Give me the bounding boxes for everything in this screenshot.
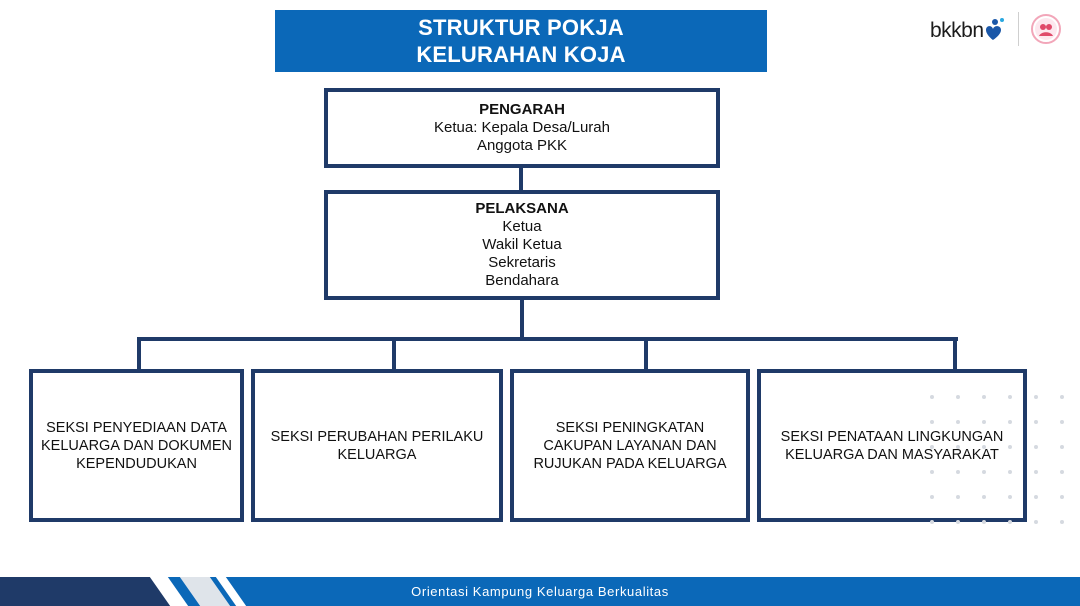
connector-horizontal [137,337,958,341]
title-line-1: STRUKTUR POKJA [418,15,624,40]
seksi-line: SEKSI PERUBAHAN PERILAKU [270,428,484,445]
pengarah-heading: PENGARAH [479,101,565,118]
decorative-dot [982,470,986,474]
decorative-dot [930,395,934,399]
decorative-dot [956,520,960,524]
pelaksana-line: Sekretaris [488,254,556,271]
decorative-dot [930,520,934,524]
decorative-dot [956,395,960,399]
pelaksana-box: PELAKSANA Ketua Wakil Ketua Sekretaris B… [324,190,720,300]
decorative-dot [1060,395,1064,399]
decorative-dot [1060,420,1064,424]
pengarah-box: PENGARAH Ketua: Kepala Desa/Lurah Anggot… [324,88,720,168]
decorative-dot [1008,520,1012,524]
logo-text: bkkbn [930,19,984,42]
footer-bar: Orientasi Kampung Keluarga Berkualitas [0,577,1080,606]
logo-divider [1018,12,1019,46]
decorative-dot [956,420,960,424]
seksi-line: KEPENDUDUKAN [76,455,197,472]
seksi-box-2: SEKSI PERUBAHAN PERILAKU KELUARGA [251,369,503,522]
pelaksana-heading: PELAKSANA [475,200,569,217]
decorative-dot [1034,395,1038,399]
decorative-dot [1034,470,1038,474]
decorative-dot [1008,445,1012,449]
decorative-dot [982,445,986,449]
decorative-dot [1034,445,1038,449]
seksi-line: KELUARGA DAN MASYARAKAT [785,446,999,463]
decorative-dot [982,420,986,424]
decorative-dot [956,470,960,474]
decorative-dot [930,445,934,449]
pengarah-line: Anggota PKK [476,137,568,154]
seksi-line: SEKSI PENINGKATAN [555,419,705,436]
seksi-line: CAKUPAN LAYANAN DAN [543,437,717,454]
decorative-dot [1060,495,1064,499]
seksi-line: KELUARGA DAN DOKUMEN [41,437,232,454]
pelaksana-line: Bendahara [485,272,559,289]
decorative-dot [982,395,986,399]
decorative-dot [1060,520,1064,524]
decorative-dot [1034,420,1038,424]
connector-pelaksana-down [520,299,524,339]
seksi-line: SEKSI PENYEDIAAN DATA [46,419,227,436]
seksi-box-3: SEKSI PENINGKATAN CAKUPAN LAYANAN DAN RU… [510,369,750,522]
connector-seksi-1 [137,337,141,371]
title-line-2: KELURAHAN KOJA [416,42,626,67]
decorative-dot [930,470,934,474]
bkkbn-heart-logo-icon [982,16,1004,46]
seksi-line: SEKSI PENATAAN LINGKUNGAN [780,428,1004,445]
seksi-box-1: SEKSI PENYEDIAAN DATA KELUARGA DAN DOKUM… [29,369,244,522]
decorative-dot-grid [930,395,1070,530]
decorative-dot [1034,495,1038,499]
decorative-dot [1060,445,1064,449]
decorative-dot [1008,495,1012,499]
decorative-dot [1034,520,1038,524]
pelaksana-line: Wakil Ketua [482,236,562,253]
seksi-line: RUJUKAN PADA KELUARGA [533,455,727,472]
family-badge-icon [1031,14,1061,44]
decorative-dot [930,495,934,499]
decorative-dot [956,445,960,449]
pengarah-line: Ketua: Kepala Desa/Lurah [434,119,610,136]
seksi-line: KELUARGA [337,446,417,463]
decorative-dot [956,495,960,499]
pelaksana-line: Ketua [502,218,542,235]
decorative-dot [982,495,986,499]
decorative-dot [982,520,986,524]
decorative-dot [1008,420,1012,424]
decorative-dot [930,420,934,424]
chart-title: STRUKTUR POKJA KELURAHAN KOJA [275,10,767,72]
bkkbn-logo: bkkbn [930,14,1004,48]
connector-seksi-4 [953,337,957,371]
connector-seksi-2 [392,337,396,371]
footer-text: Orientasi Kampung Keluarga Berkualitas [411,584,669,599]
connector-seksi-3 [644,337,648,371]
connector-pengarah-pelaksana [519,166,523,192]
decorative-dot [1008,470,1012,474]
decorative-dot [1008,395,1012,399]
decorative-dot [1060,470,1064,474]
